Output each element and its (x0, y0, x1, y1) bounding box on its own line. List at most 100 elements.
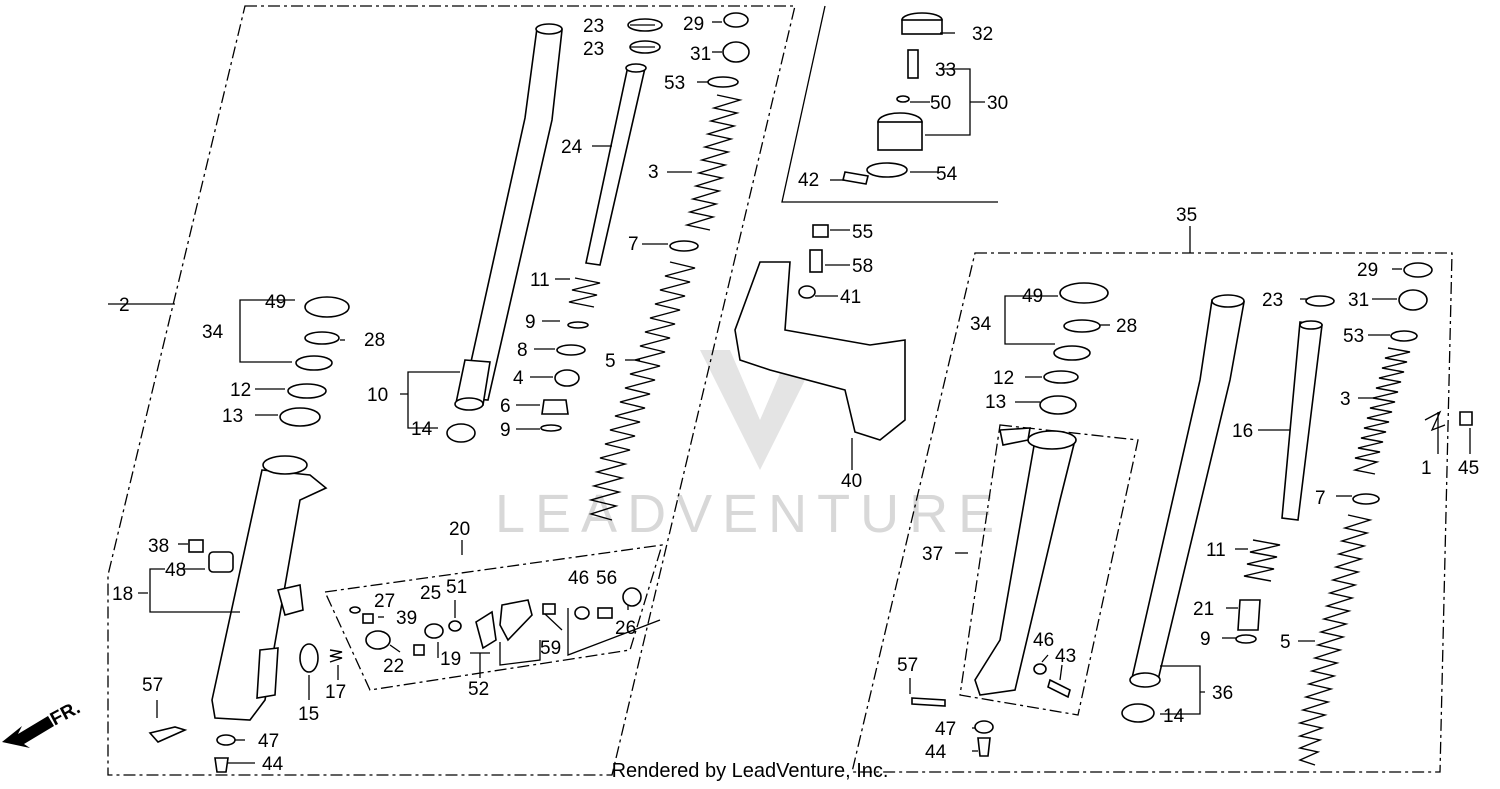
watermark-text: LEADVENTURE (495, 484, 1004, 544)
callout-25: 25 (420, 583, 441, 604)
damper-parts (349, 587, 642, 656)
right-fork-slider (974, 427, 1077, 696)
leader-lines (108, 21, 1471, 764)
callout-28: 28 (1116, 316, 1137, 337)
left-fork-tube (454, 23, 563, 411)
render-credit: Rendered by LeadVenture, Inc. (611, 760, 889, 782)
callout-59: 59 (540, 638, 561, 659)
fork-cap-parts (842, 12, 943, 185)
callout-47: 47 (935, 719, 956, 740)
right-fork-tube (1121, 294, 1245, 723)
callout-36: 36 (1212, 683, 1233, 704)
callout-44: 44 (925, 742, 947, 763)
callout-11: 11 (530, 270, 550, 291)
callout-4: 4 (513, 368, 524, 389)
callout-33: 33 (935, 60, 956, 81)
callout-39: 39 (396, 608, 417, 629)
top-bridge (734, 224, 906, 441)
callout-8: 8 (517, 340, 528, 361)
callout-5: 5 (1280, 632, 1291, 653)
callout-35: 35 (1176, 205, 1197, 226)
front-direction-arrow: FR. (2, 697, 84, 748)
callout-11: 11 (1206, 540, 1226, 561)
callout-48: 48 (165, 560, 186, 581)
callout-20: 20 (449, 519, 470, 540)
callout-3: 3 (1340, 389, 1351, 410)
callout-3: 3 (648, 162, 659, 183)
callout-32: 32 (972, 24, 993, 45)
left-fork-spring-lower (588, 261, 696, 521)
callout-34: 34 (970, 314, 992, 335)
left-fork-frame (107, 5, 796, 776)
callout-46: 46 (1033, 630, 1054, 651)
callout-14: 14 (1163, 706, 1185, 727)
right-slider-frame (959, 424, 1139, 716)
callout-31: 31 (690, 44, 711, 65)
callout-46: 46 (568, 568, 589, 589)
watermark: LEADVENTURE (495, 350, 1004, 544)
callout-52: 52 (468, 679, 489, 700)
callout-21: 21 (1193, 599, 1214, 620)
right-fork-spring-upper (1352, 347, 1411, 475)
callout-18: 18 (112, 584, 133, 605)
callout-47: 47 (258, 731, 279, 752)
callout-57: 57 (142, 675, 163, 696)
callout-53: 53 (1343, 326, 1364, 347)
callout-43: 43 (1055, 646, 1076, 667)
left-washers (446, 12, 750, 443)
callout-50: 50 (930, 93, 951, 114)
callout-37: 37 (922, 544, 943, 565)
right-damper-rod (1281, 320, 1323, 521)
callout-28: 28 (364, 330, 385, 351)
callout-58: 58 (852, 256, 873, 277)
callout-26: 26 (615, 618, 636, 639)
left-small-parts (148, 539, 343, 773)
right-small-parts (911, 262, 1473, 757)
right-seals (1039, 282, 1109, 415)
callout-23: 23 (583, 16, 604, 37)
callout-labels: 23 23 29 31 53 24 3 7 11 9 8 5 4 6 9 10 … (112, 14, 1479, 775)
callout-14: 14 (411, 419, 433, 440)
left-damper-rod (585, 63, 647, 266)
fork-cap-inset-frame (781, 5, 998, 203)
right-fork-spring-lower (1297, 514, 1373, 766)
callout-54: 54 (936, 164, 958, 185)
callout-55: 55 (852, 222, 873, 243)
callout-23: 23 (1262, 290, 1283, 311)
callout-16: 16 (1232, 421, 1253, 442)
callout-30: 30 (987, 93, 1008, 114)
callout-9: 9 (500, 420, 511, 441)
callout-56: 56 (596, 568, 617, 589)
callout-13: 13 (222, 406, 243, 427)
callout-5: 5 (605, 351, 616, 372)
callout-53: 53 (664, 73, 685, 94)
callout-34: 34 (202, 322, 224, 343)
callout-29: 29 (683, 14, 704, 35)
callout-29: 29 (1357, 260, 1378, 281)
callout-49: 49 (265, 292, 286, 313)
callout-41: 41 (840, 287, 861, 308)
left-seals (279, 296, 350, 427)
callout-45: 45 (1458, 458, 1479, 479)
callout-2: 2 (119, 295, 130, 316)
callout-38: 38 (148, 536, 169, 557)
callout-15: 15 (298, 704, 319, 725)
callout-44: 44 (262, 754, 284, 775)
callout-42: 42 (798, 170, 819, 191)
callout-49: 49 (1022, 286, 1043, 307)
callout-1: 1 (1421, 458, 1432, 479)
callout-17: 17 (325, 682, 346, 703)
callout-9: 9 (1200, 629, 1211, 650)
callout-12: 12 (230, 380, 251, 401)
left-short-spring (568, 277, 601, 308)
callout-12: 12 (993, 368, 1014, 389)
callout-13: 13 (985, 392, 1006, 413)
left-fork-slider (211, 455, 328, 721)
callout-27: 27 (374, 591, 395, 612)
callout-31: 31 (1348, 290, 1369, 311)
callout-10: 10 (367, 385, 388, 406)
callout-22: 22 (383, 656, 404, 677)
right-fork-frame (851, 252, 1453, 773)
callout-7: 7 (1315, 488, 1326, 509)
